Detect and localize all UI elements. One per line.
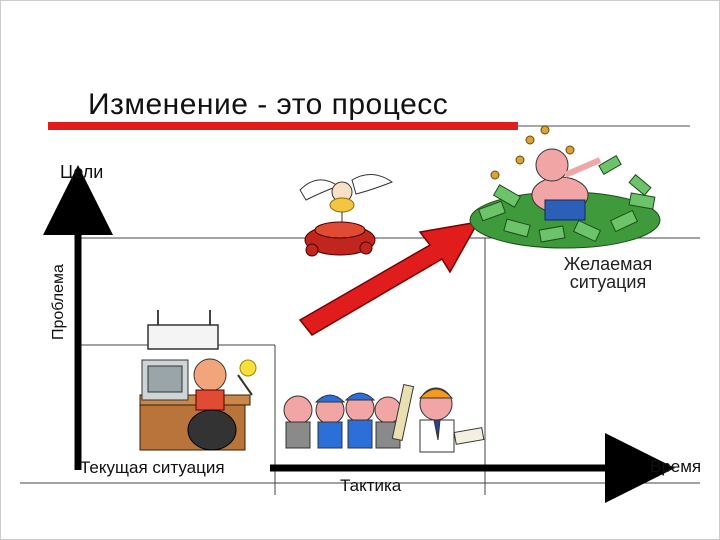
time-axis-label: Время [650, 457, 702, 476]
strategy-arrow [298, 220, 480, 336]
current-situation-label: Текущая ситуация [80, 458, 225, 477]
goals-axis-label: Цели [60, 162, 104, 182]
stressed-worker-icon [139, 358, 257, 451]
angel-with-halo-icon [299, 174, 394, 257]
problem-axis-label: Проблема [50, 264, 67, 340]
team-of-workers-icon [283, 383, 485, 453]
signboard-icon [147, 310, 219, 350]
tactic-label: Тактика [340, 476, 402, 495]
desired-situation-label: Желаемая ситуация [548, 255, 668, 291]
title-accent-bar [48, 122, 518, 130]
desired-situation-line-2: ситуация [569, 272, 647, 292]
desired-situation-line-1: Желаемая [563, 254, 653, 274]
person-in-money-icon [469, 125, 661, 249]
slide-title: Изменение - это процесс [88, 88, 449, 121]
